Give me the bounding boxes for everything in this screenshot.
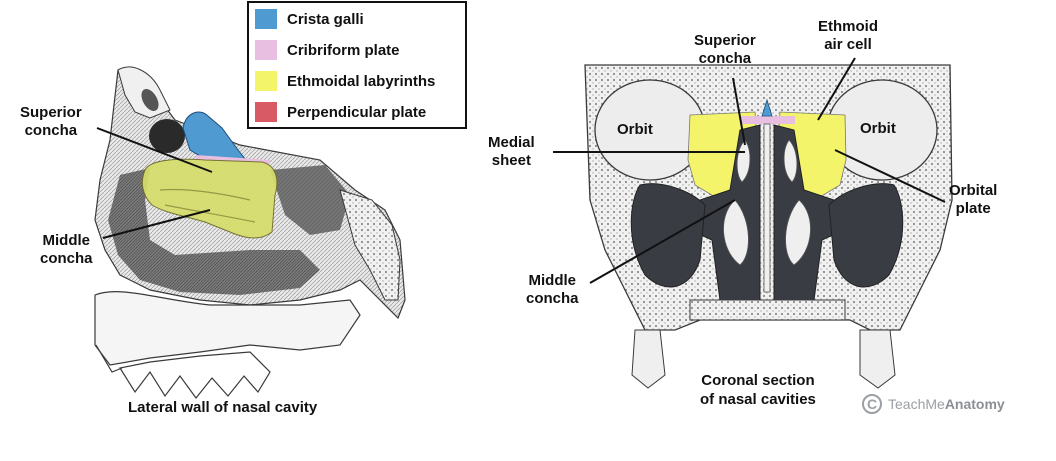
- coronal-orbital-plate-leader: [834, 149, 946, 203]
- coronal-middle-concha-label: Middle concha: [526, 272, 579, 308]
- label-line: Superior: [694, 32, 756, 49]
- watermark-suffix: Anatomy: [944, 396, 1005, 412]
- left-superior-concha-leader: [96, 127, 213, 173]
- label-line: concha: [40, 250, 93, 267]
- legend-label: Ethmoidal labyrinths: [287, 72, 436, 90]
- coronal-ethmoid-air-cell-leader: [817, 57, 856, 121]
- left-dark-foramen: [149, 119, 185, 153]
- label-line: Ethmoid: [818, 18, 878, 35]
- label-line: concha: [698, 50, 752, 67]
- label-line: plate: [955, 200, 991, 217]
- left-maxilla: [94, 291, 361, 366]
- coronal-caption: Coronal section of nasal cavities: [700, 371, 816, 409]
- coronal-superior-concha-label: Superior concha: [694, 32, 756, 68]
- label-line: Middle: [42, 232, 91, 249]
- legend-label: Perpendicular plate: [287, 103, 427, 121]
- label-line: sheet: [491, 152, 531, 169]
- legend-swatch-perpendicular-plate: [255, 102, 277, 122]
- label-line: concha: [24, 122, 78, 139]
- label-line: Middle: [528, 272, 577, 289]
- coronal-teeth-right: [859, 329, 896, 389]
- legend-item: Perpendicular plate: [255, 100, 426, 124]
- coronal-orbit-right-label: Orbit: [860, 120, 896, 137]
- coronal-superior-concha-leader: [732, 77, 746, 146]
- caption-line: Coronal section: [701, 372, 815, 389]
- label-line: Orbital: [949, 182, 998, 199]
- left-ethmoid-labyrinth: [141, 158, 278, 239]
- label-line: concha: [526, 290, 579, 307]
- left-middle-concha-label: Middle concha: [40, 232, 93, 268]
- legend-label: Crista galli: [287, 10, 364, 28]
- coronal-middle-concha-leader: [589, 199, 736, 284]
- left-caption: Lateral wall of nasal cavity: [128, 399, 318, 416]
- coronal-medial-sheet-label: Medial sheet: [488, 134, 535, 170]
- caption-line: of nasal cavities: [700, 391, 816, 408]
- coronal-crista-galli: [761, 98, 773, 117]
- label-line: Superior: [20, 104, 82, 121]
- left-superior-concha-label: Superior concha: [20, 104, 82, 140]
- copyright-icon: C: [862, 394, 882, 414]
- coronal-maxillary-right: [828, 183, 904, 288]
- label-line: air cell: [824, 36, 872, 53]
- left-middle-concha-leader: [102, 209, 211, 239]
- label-line: Medial: [488, 134, 535, 151]
- legend-swatch-cribriform-plate: [255, 40, 277, 60]
- coronal-cribriform: [740, 116, 795, 124]
- left-teeth: [119, 351, 271, 399]
- left-dark-cavity: [108, 168, 320, 295]
- coronal-ethmoid-air-cell-label: Ethmoid air cell: [818, 18, 878, 54]
- coronal-orbit-left-label: Orbit: [617, 121, 653, 138]
- legend-box: Crista galli Cribriform plate Ethmoidal …: [247, 1, 467, 129]
- legend-item: Cribriform plate: [255, 38, 400, 62]
- legend-swatch-ethmoidal-labyrinths: [255, 71, 277, 91]
- coronal-maxillary-left: [630, 183, 706, 288]
- legend-item: Crista galli: [255, 7, 364, 31]
- legend-item: Ethmoidal labyrinths: [255, 69, 435, 93]
- coronal-orbital-plate-label: Orbital plate: [949, 182, 997, 218]
- watermark-prefix: TeachMe: [888, 396, 945, 412]
- legend-label: Cribriform plate: [287, 41, 400, 59]
- coronal-teeth-left: [631, 329, 666, 389]
- legend-swatch-crista-galli: [255, 9, 277, 29]
